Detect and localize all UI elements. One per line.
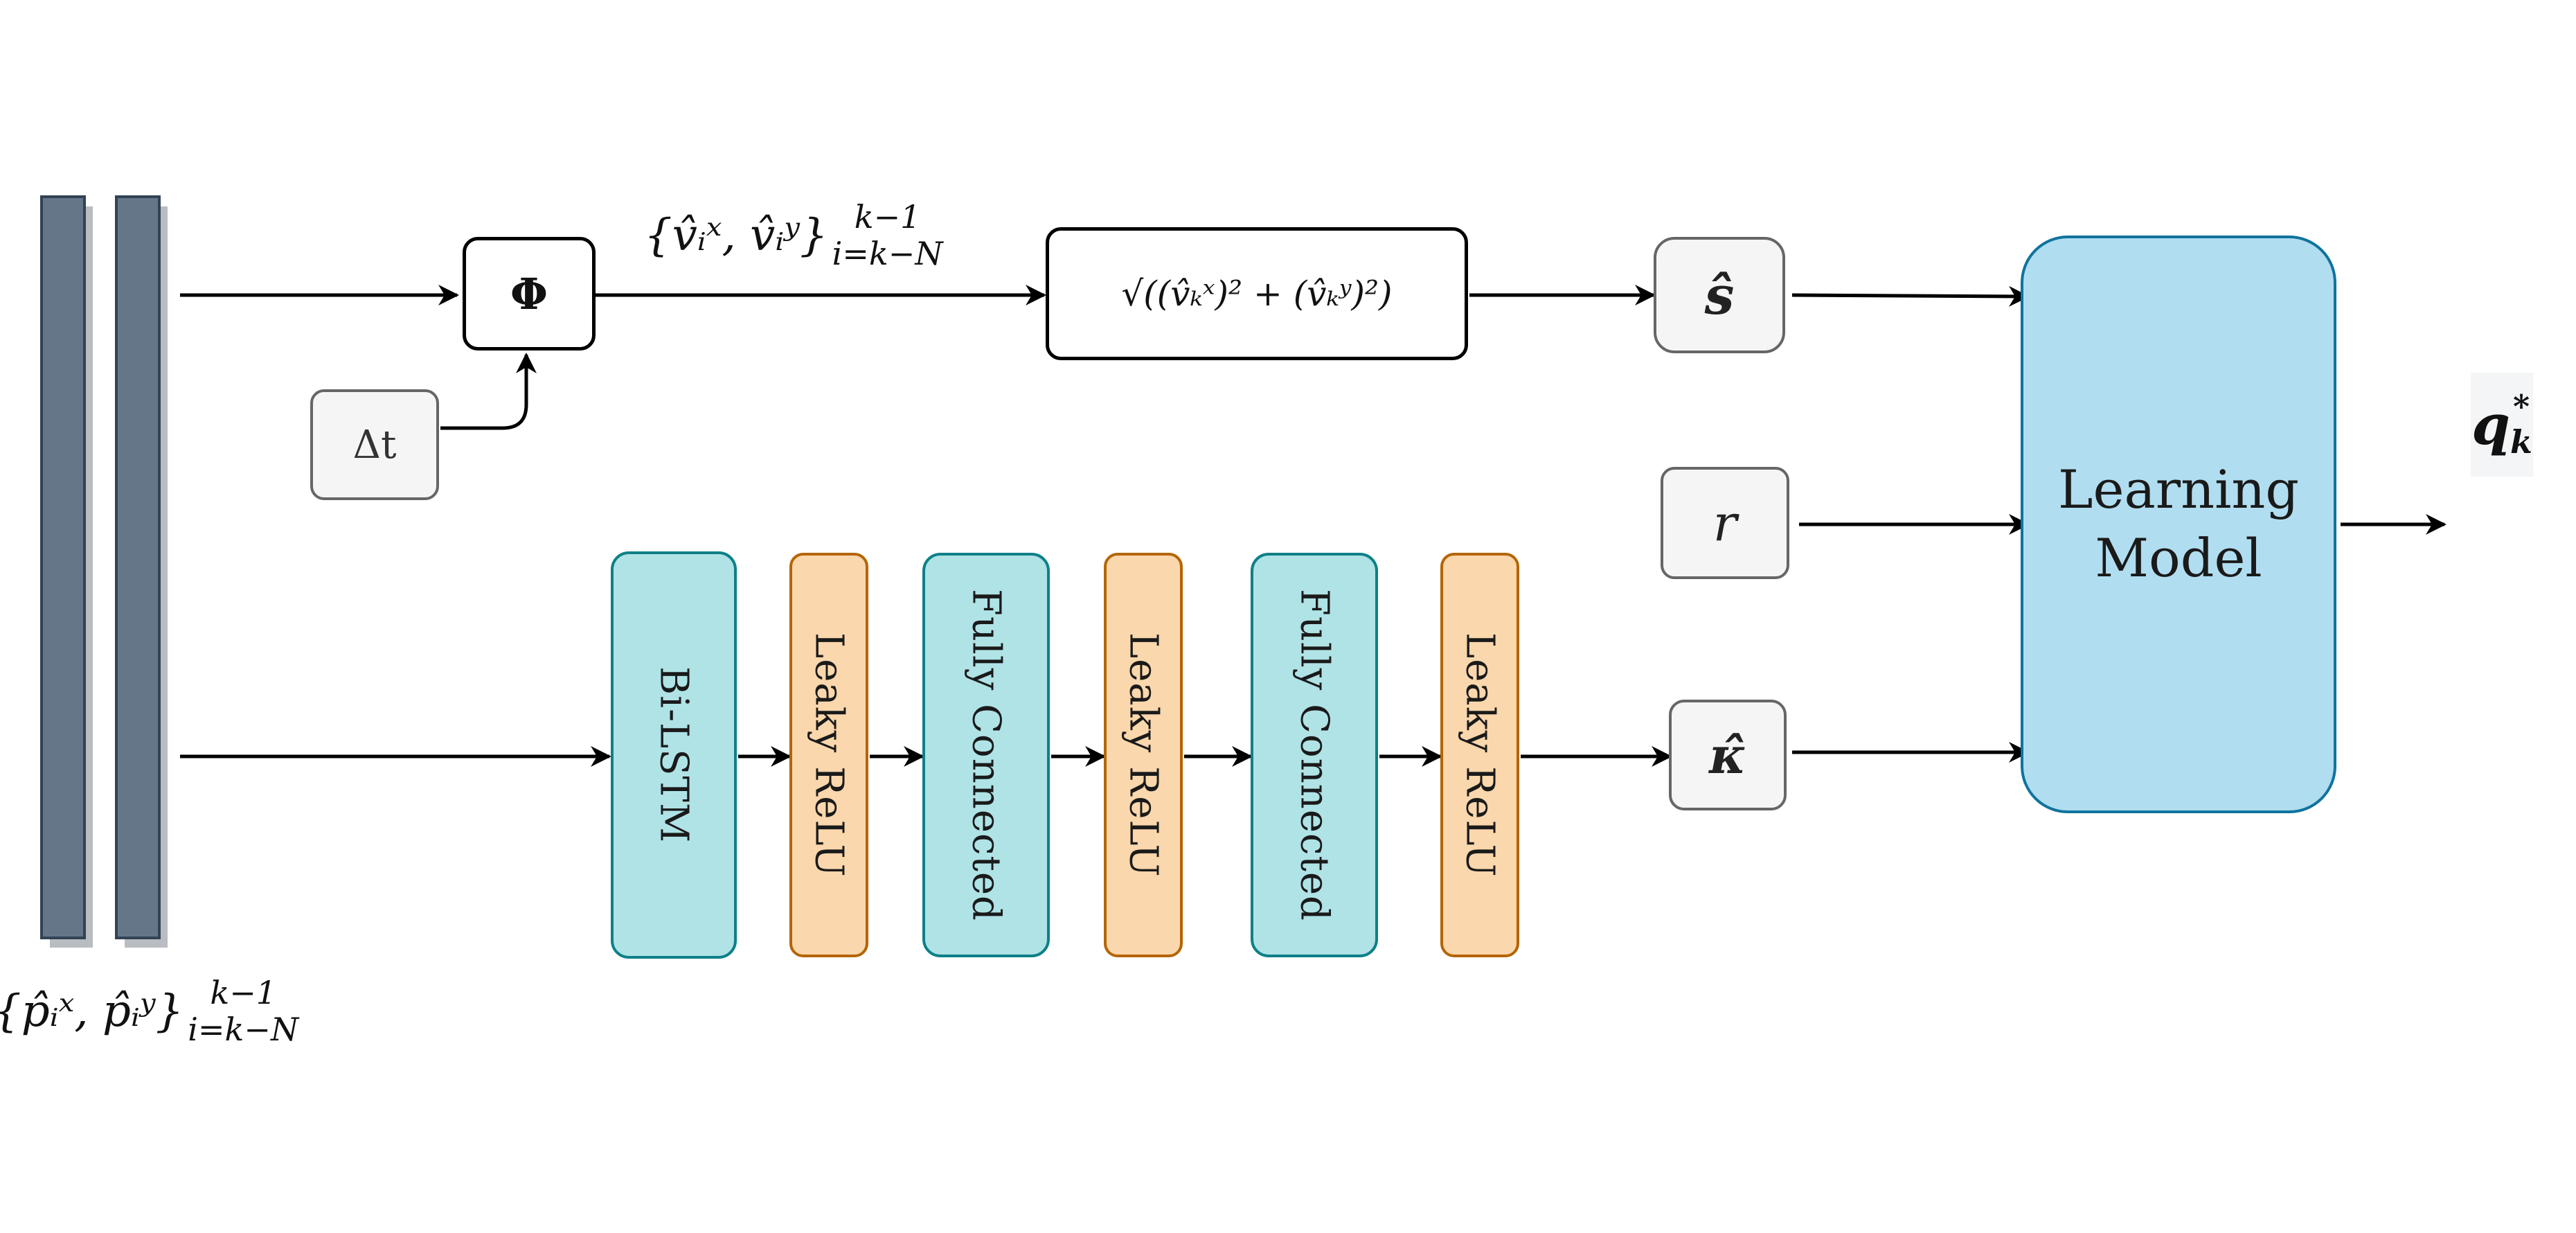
output-label-sup: * [2512,388,2530,426]
kappa-hat-box: κ̂ [1669,700,1787,810]
dt-label: Δt [352,422,397,468]
velocity-label-sub: i=k−N [832,235,943,272]
output-label-main: q [2471,392,2511,457]
input-label-sub: i=k−N [188,1011,299,1048]
learning-model-box: Learning Model [2021,236,2336,813]
learning-model-label-line1: Learning [2058,459,2299,521]
velocity-label-sup: k−1 [854,198,921,236]
phi-label: Φ [510,268,548,319]
output-label: q * k [2471,373,2533,477]
output-label-sub: k [2510,423,2532,461]
r-label: r [1712,494,1737,552]
layer-leaky-relu-3-label: Leaky ReLU [1457,632,1503,878]
layer-fully-connected-2: Fully Connected [1251,553,1378,957]
layer-fully-connected-1-label: Fully Connected [963,589,1009,921]
layer-fully-connected-1: Fully Connected [922,553,1050,957]
learning-model-label-line2: Model [2095,527,2262,589]
input-label-sup: k−1 [210,974,277,1012]
kappa-hat-label: κ̂ [1709,725,1746,785]
layer-leaky-relu-3: Leaky ReLU [1440,553,1519,957]
layer-leaky-relu-1-label: Leaky ReLU [806,632,852,878]
arrow-dt-to-phi [440,353,537,430]
layer-bilstm: Bi-LSTM [611,551,737,959]
layer-fully-connected-2-label: Fully Connected [1291,589,1337,921]
speed-magnitude-formula: √((v̂ₖˣ)² + (v̂ₖʸ)²) [1121,274,1393,314]
speed-magnitude-box: √((v̂ₖˣ)² + (v̂ₖʸ)²) [1046,227,1468,360]
s-hat-label: ŝ [1704,264,1735,326]
velocity-label: {v̂ᵢˣ, v̂ᵢʸ} k−1 i=k−N [644,187,990,284]
dt-box: Δt [310,389,439,500]
arrow-s-to-model [1791,285,2030,307]
layer-leaky-relu-2-label: Leaky ReLU [1120,632,1166,878]
layer-bilstm-label: Bi-LSTM [651,666,697,844]
input-label: {p̂ᵢˣ, p̂ᵢʸ} k−1 i=k−N [0,963,312,1060]
layer-leaky-relu-2: Leaky ReLU [1104,553,1183,957]
layer-leaky-relu-1: Leaky ReLU [789,553,868,957]
input-bar-1 [40,195,86,939]
s-hat-box: ŝ [1654,237,1785,353]
phi-box: Φ [463,237,596,351]
velocity-label-main: {v̂ᵢˣ, v̂ᵢʸ} [644,210,828,261]
input-bar-2 [115,195,161,939]
r-box: r [1661,467,1789,579]
input-label-main: {p̂ᵢˣ, p̂ᵢʸ} [0,986,184,1037]
